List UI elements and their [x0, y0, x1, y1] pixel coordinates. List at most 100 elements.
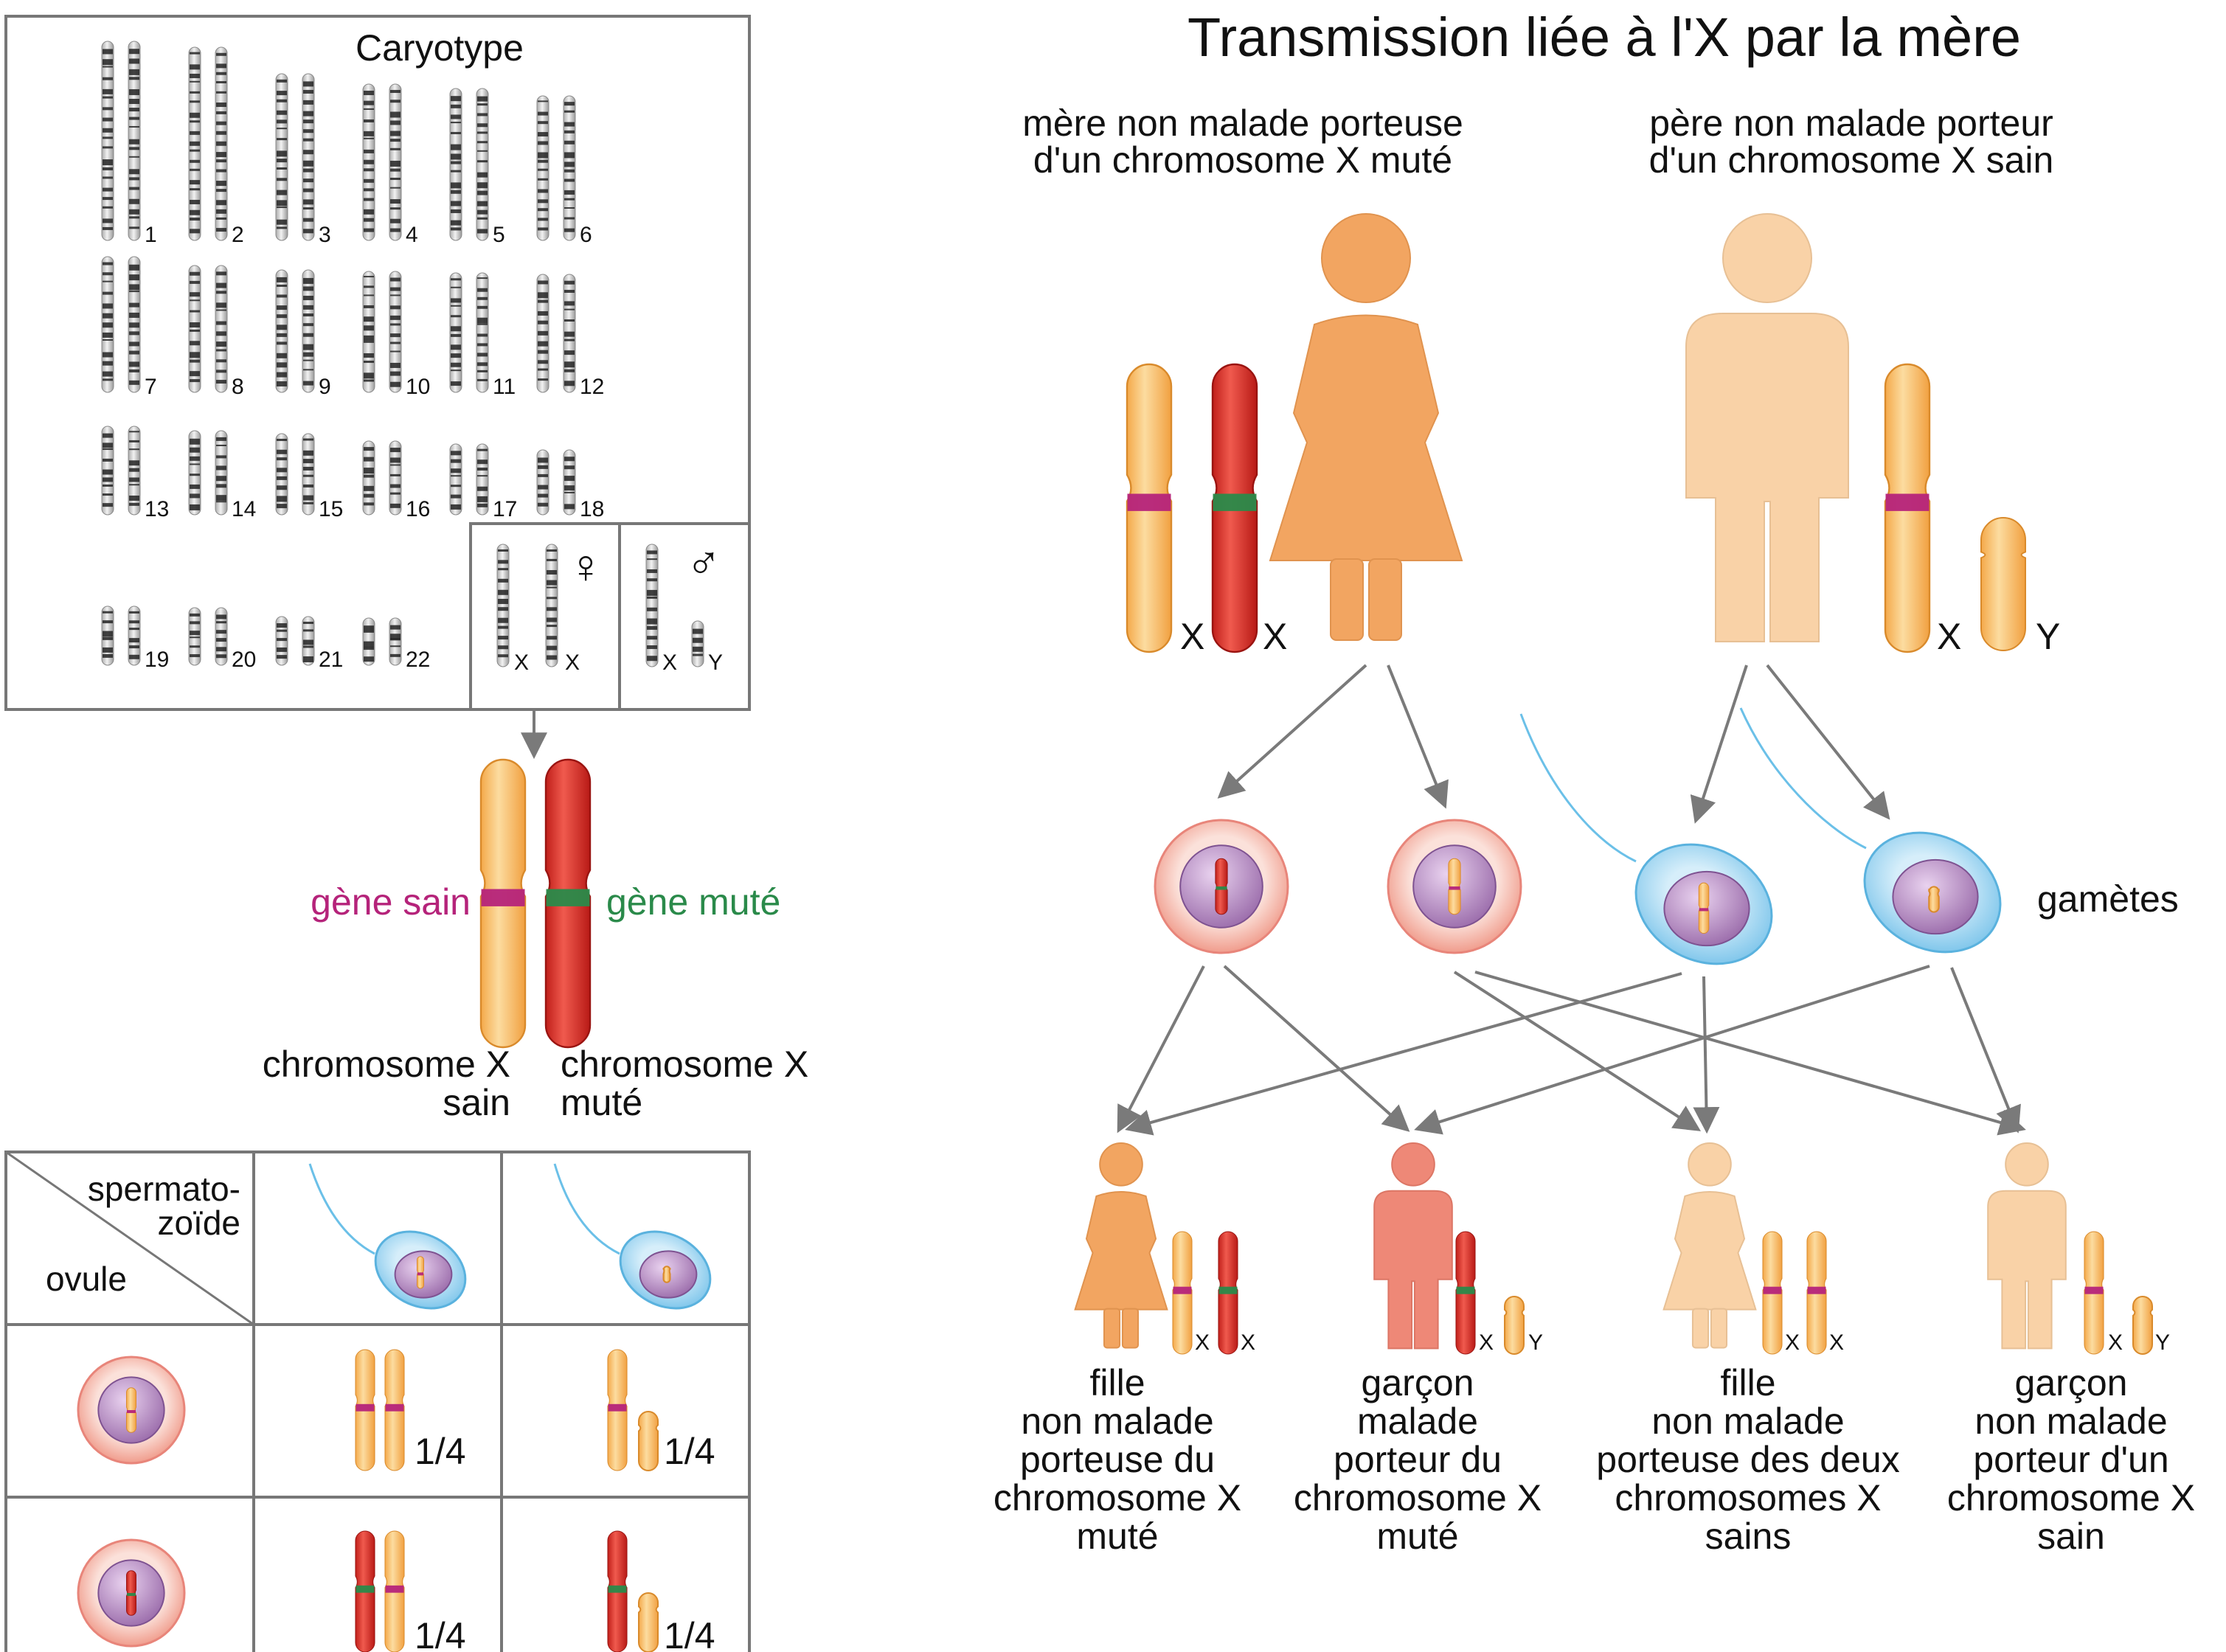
autosome-number: 4 — [406, 223, 418, 247]
autosome-3b-band — [303, 188, 313, 192]
autosome-13a-band — [103, 433, 113, 438]
autosome-5a-band — [451, 209, 461, 213]
autosome-10b-band — [390, 350, 401, 353]
autosome-13a-band — [103, 448, 113, 451]
mother-figure-body — [1269, 314, 1463, 561]
autosome-8a-band — [190, 329, 200, 332]
punnett-diagonal — [5, 1150, 254, 1326]
male-x-chromosome-band — [647, 618, 657, 625]
autosome-5b-band — [477, 172, 488, 178]
autosome-21a-band — [277, 629, 287, 632]
autosome-4a-band — [364, 90, 374, 95]
autosome-4a-band — [364, 209, 374, 215]
autosome-6b-band — [564, 178, 575, 182]
autosome-15a-band — [277, 496, 287, 502]
autosome-5a-band — [451, 104, 461, 108]
autosome-14b-band — [216, 476, 226, 482]
autosome-11a-band — [451, 305, 461, 307]
autosome-9a-band — [277, 353, 287, 358]
mother-chr2-label: X — [1263, 616, 1287, 657]
autosome-2a-band — [190, 120, 200, 123]
autosome-7b-band — [129, 302, 139, 308]
autosome-3b-band — [303, 111, 313, 117]
autosome-1a-band — [103, 66, 113, 68]
autosome-20a — [188, 607, 201, 666]
autosome-17b-band — [477, 475, 488, 477]
autosome-19b-band — [129, 638, 139, 643]
autosome-16b-band — [390, 457, 401, 463]
punnett-xx-healthy-1-gene-band — [356, 1403, 375, 1412]
punnett-ovum-mutated-chromosome — [126, 1570, 136, 1616]
autosome-19b-band — [129, 628, 139, 631]
autosome-17b — [476, 443, 489, 516]
gamete-ovum-mutated — [1154, 819, 1289, 954]
autosome-number: 22 — [406, 648, 430, 672]
mother-caption-line2: d'un chromosome X muté — [1033, 139, 1452, 181]
autosome-4b-band — [390, 120, 401, 125]
autosome-8b-band — [216, 291, 226, 294]
autosome-11b-band — [477, 343, 488, 347]
autosome-2a-band — [190, 188, 200, 191]
autosome-8a-band — [190, 322, 200, 328]
punnett-sperm-x-chromosome — [417, 1256, 424, 1289]
autosome-6b-band — [564, 102, 575, 106]
autosome-4b-band — [390, 168, 401, 172]
autosome-1b-band — [129, 147, 139, 150]
autosome-3a-band — [277, 119, 287, 124]
zoomed-x-chromosomes: gène sain gène muté chromosome X sain ch… — [263, 758, 808, 1123]
male-x-chromosome-band — [647, 636, 657, 640]
inheritance-arrow — [1125, 972, 1682, 1136]
punnett-xy-mutated-y-body — [638, 1592, 659, 1652]
father-y-chromosome-body — [1980, 517, 2026, 651]
healthy-x-label-line1: chromosome X — [263, 1044, 510, 1085]
autosome-12b-band — [564, 301, 575, 306]
autosome-20a-band — [190, 636, 200, 639]
autosome-2a-band — [190, 229, 200, 234]
autosome-1b-band — [129, 169, 139, 175]
punnett-ovum-mutated — [77, 1538, 186, 1648]
punnett-xx-mixed-mutated — [355, 1530, 375, 1652]
autosome-1a-band — [103, 226, 113, 230]
autosome-8b-band — [216, 341, 226, 347]
autosome-7a-band — [103, 371, 113, 377]
autosome-3b-band — [303, 81, 313, 87]
autosome-4a-band — [364, 108, 374, 110]
child3-x-healthy-1 — [1762, 1231, 1783, 1355]
autosome-5a-band — [451, 201, 461, 206]
autosome-10b-band — [390, 305, 401, 310]
autosome-9a-band — [277, 381, 287, 386]
punnett-xy-healthy-y — [638, 1411, 659, 1471]
autosome-3a-band — [277, 200, 287, 206]
autosome-14b-band — [216, 455, 226, 459]
autosome-2b — [215, 46, 228, 241]
autosome-10a-band — [364, 325, 374, 331]
autosome-19b-band — [129, 654, 139, 659]
autosome-number: 10 — [406, 375, 430, 399]
autosome-1a-band — [103, 59, 113, 66]
child3-caption-line: chromosomes X — [1615, 1477, 1881, 1519]
autosome-13b-band — [129, 484, 139, 486]
male-y-chromosome-band — [693, 637, 703, 643]
autosome-10b — [389, 271, 402, 393]
autosome-3a-band — [277, 99, 287, 103]
autosome-7b-band — [129, 369, 139, 372]
child3-chr2-label: X — [1829, 1330, 1844, 1355]
mutated-gene-label: gène muté — [606, 881, 780, 923]
autosome-12b-band — [564, 350, 575, 355]
autosome-8b-band — [216, 331, 226, 336]
autosome-13b-band — [129, 440, 139, 442]
autosome-11a-band — [451, 353, 461, 358]
female-x1-label: X — [514, 650, 529, 675]
autosome-8a-band — [190, 341, 200, 346]
autosome-18a-band — [538, 493, 548, 498]
autosome-6b-band — [564, 217, 575, 220]
child3-girl-healthy — [1662, 1142, 1757, 1349]
female-x2-label: X — [565, 650, 580, 675]
punnett-sperm-x-tail — [308, 1163, 375, 1255]
autosome-1b-band — [129, 198, 139, 204]
autosome-11a-band — [451, 326, 461, 332]
male-x-chromosome-band — [647, 625, 657, 630]
autosome-1a-band — [103, 88, 113, 94]
child1-girl-carrier — [1074, 1142, 1168, 1349]
punnett-xy-mutated-x — [607, 1530, 628, 1652]
